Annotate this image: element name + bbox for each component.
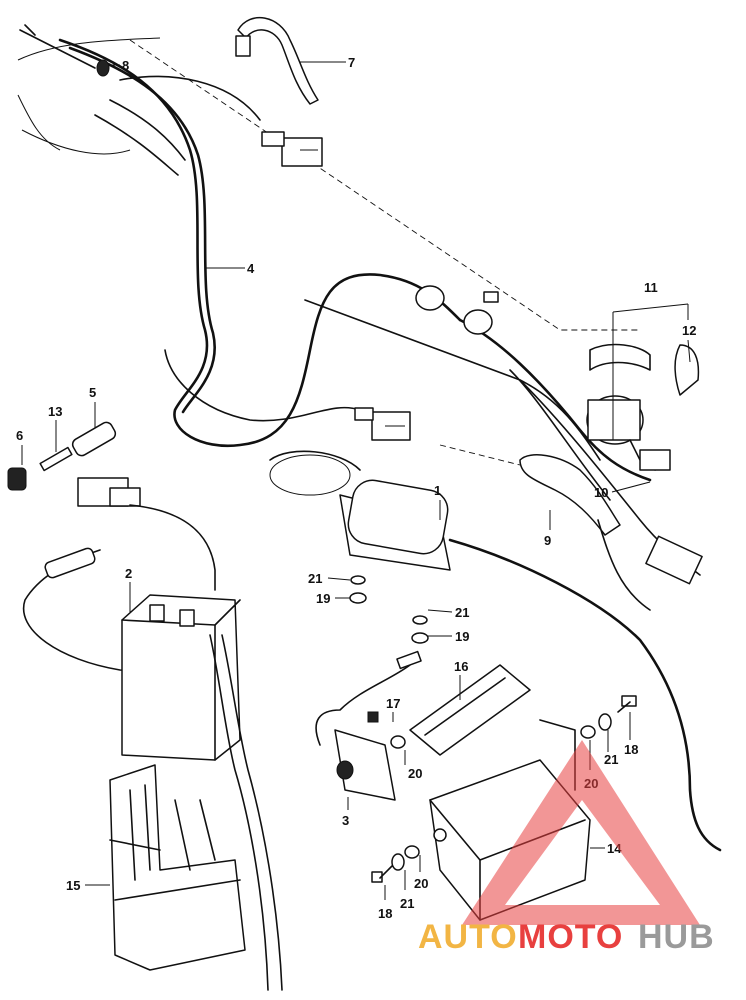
callout-17: 17 <box>386 696 400 711</box>
callout-5: 5 <box>89 385 96 400</box>
callout-labels: 8 7 4 11 12 5 13 6 1 10 9 2 21 19 21 19 … <box>16 55 696 921</box>
ignition-switch-part-11 <box>586 343 700 471</box>
callout-4: 4 <box>247 261 255 276</box>
reference-lines <box>17 37 640 466</box>
callout-19b: 19 <box>455 629 469 644</box>
watermark-moto: MOTO <box>518 918 623 956</box>
callout-21a: 21 <box>308 571 322 586</box>
callout-18b: 18 <box>378 906 392 921</box>
battery-part-2 <box>121 594 283 991</box>
grommet-part-8 <box>19 24 110 77</box>
ignition-coil-part-1 <box>269 450 722 852</box>
callout-1: 1 <box>434 483 441 498</box>
callout-19a: 19 <box>316 591 330 606</box>
coupler-mid <box>354 407 411 441</box>
automotohub-watermark: AUTO MOTO HUB <box>418 740 715 956</box>
callout-11: 11 <box>644 280 658 295</box>
callout-12: 12 <box>682 323 696 338</box>
callout-20c: 20 <box>414 876 428 891</box>
callout-21c: 21 <box>604 752 618 767</box>
wire-harness <box>58 38 701 576</box>
callout-2: 2 <box>125 566 132 581</box>
watermark-triangle <box>462 740 700 925</box>
rubber-boot-part-9 <box>519 454 703 611</box>
callout-3: 3 <box>342 813 349 828</box>
watermark-hub: HUB <box>638 918 715 956</box>
fasteners <box>349 575 637 883</box>
bullet-connectors <box>415 285 499 335</box>
callout-7: 7 <box>348 55 355 70</box>
callout-15: 15 <box>66 878 80 893</box>
coupler-top <box>261 131 323 167</box>
callout-21b: 21 <box>455 605 469 620</box>
callout-9: 9 <box>544 533 551 548</box>
battery-case-part-15 <box>109 764 246 971</box>
leader-lines <box>21 61 691 900</box>
callout-13: 13 <box>48 404 62 419</box>
callout-20a: 20 <box>408 766 422 781</box>
callout-10: 10 <box>594 485 608 500</box>
regulator-part-3 <box>315 650 422 801</box>
clamp-band-part-7 <box>235 16 319 105</box>
watermark-auto: AUTO <box>418 918 518 956</box>
callout-8: 8 <box>122 58 129 73</box>
callout-18a: 18 <box>624 742 638 757</box>
callout-16: 16 <box>454 659 468 674</box>
strap-part-16 <box>409 664 531 756</box>
callout-6: 6 <box>16 428 23 443</box>
callout-21d: 21 <box>400 896 414 911</box>
fuse-assembly <box>7 421 141 507</box>
